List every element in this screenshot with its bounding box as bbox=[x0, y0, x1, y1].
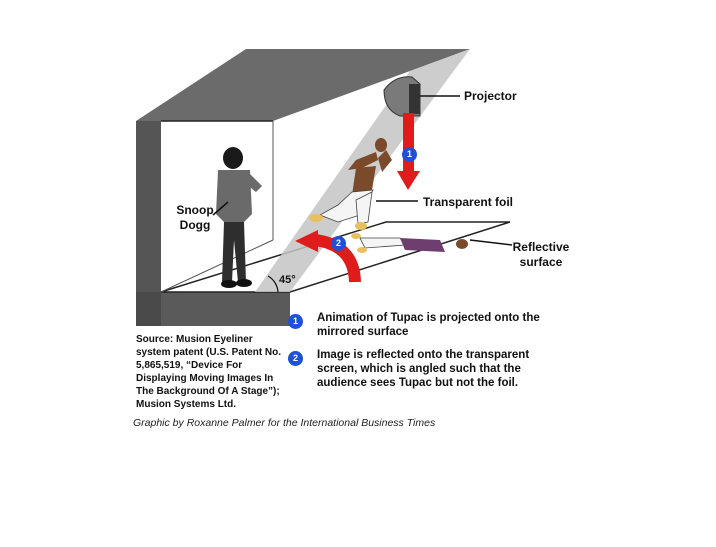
projector-label: Projector bbox=[464, 89, 517, 103]
angle-arc bbox=[267, 275, 279, 293]
graphic-credit: Graphic by Roxanne Palmer for the Intern… bbox=[133, 417, 436, 429]
snoop-dogg-figure bbox=[216, 147, 262, 288]
stage-floor-front bbox=[136, 292, 290, 326]
step-2-text: Image is reflected onto the transparent … bbox=[317, 349, 530, 389]
stage-left-wall bbox=[136, 121, 161, 292]
step-2-badge-diagram: 2 bbox=[331, 236, 346, 251]
tupac-reflection-figure bbox=[351, 233, 468, 253]
step-1-badge-diagram: 1 bbox=[402, 147, 417, 162]
stage-roof bbox=[136, 49, 470, 121]
source-citation: Source: Musion Eyeliner system patent (U… bbox=[136, 334, 282, 410]
tupac-hologram-figure bbox=[309, 138, 392, 230]
arrow-down-icon bbox=[397, 113, 420, 190]
angle-label: 45° bbox=[279, 274, 296, 286]
arrow-curved-icon bbox=[295, 230, 361, 283]
step-1-badge: 1 bbox=[288, 314, 303, 329]
reflective-surface-label: Reflective surface bbox=[512, 240, 570, 269]
step-1-text: Animation of Tupac is projected onto the… bbox=[317, 312, 540, 338]
projector-icon bbox=[383, 76, 421, 117]
stage-box bbox=[136, 49, 511, 326]
transparent-foil-label: Transparent foil bbox=[423, 195, 514, 209]
snoop-dogg-label: Snoop Dogg bbox=[176, 203, 214, 232]
step-2-badge: 2 bbox=[288, 351, 303, 366]
